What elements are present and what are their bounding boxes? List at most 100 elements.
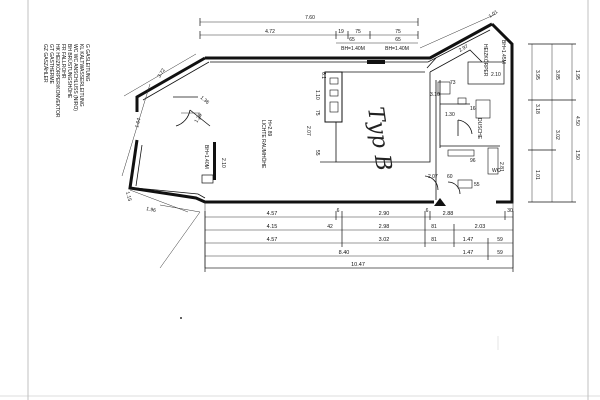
dim-horizontal: 81 xyxy=(431,237,437,243)
washer-icon xyxy=(475,99,491,119)
bathroom: 2.97 HEIZKÖRPER BH=1.45M 73 2.10 3.10 1.… xyxy=(424,40,506,206)
kitchen-counter xyxy=(324,71,343,123)
dim-horizontal: 30 xyxy=(507,208,513,214)
dim-label: 1.10 xyxy=(314,90,320,100)
dim-label: 55 xyxy=(474,182,480,188)
dim-horizontal: 2.88 xyxy=(443,211,454,217)
bathtub-icon xyxy=(447,149,475,157)
dim-label: 6.1 xyxy=(320,72,326,79)
legend-item: GZ GASZÄHLER xyxy=(42,44,49,83)
stove-icon xyxy=(329,89,339,97)
legend-item: WC WC ANSCHLUSS (NIRO) xyxy=(72,44,78,111)
shower-area xyxy=(467,61,505,85)
dim-diagonal: 1.15 xyxy=(124,191,132,202)
dim-diagonal: 1.64 xyxy=(134,117,142,128)
dim-label: 55 xyxy=(314,150,320,156)
dim-label: 96 xyxy=(470,158,476,164)
dim-diagonal: 1.01 xyxy=(488,9,500,20)
dim-label: 3.10 xyxy=(430,92,440,98)
dim-label: 2.07 xyxy=(428,174,438,180)
dim-horizontal: 3.02 xyxy=(379,237,390,243)
dim-horizontal: 6 xyxy=(426,208,429,214)
dim-horizontal: 10.47 xyxy=(351,262,365,268)
dim-left-segment: 4.72 xyxy=(265,29,275,35)
dim-horizontal: 1.47 xyxy=(463,250,474,256)
sink-icon xyxy=(329,101,339,113)
sill-height-label: BH=1.45M xyxy=(500,40,506,64)
legend-item: GT GASTHERME xyxy=(48,44,54,85)
radiator-label: HEIZKÖRPER xyxy=(482,44,489,77)
dim-vertical: 1.01 xyxy=(534,170,540,180)
bay-room: 1.36 1.35 BH=1.40M 2.10 xyxy=(173,95,226,184)
dim-label: 75 xyxy=(314,110,320,116)
dim-segment: 75 xyxy=(355,29,361,35)
dim-label: 2.10 xyxy=(491,72,501,78)
shower-label: DUSCHE xyxy=(476,118,482,140)
dim-horizontal: 42 xyxy=(327,224,333,230)
legend-item: HK HEIZKÖRPER/KONVEKTOR xyxy=(54,44,61,118)
room-height-label: LICHTE RAUMHÖHE xyxy=(260,120,267,169)
room-height-value: H=2.89 xyxy=(266,120,272,136)
dim-diagonal: 1.96 xyxy=(146,206,157,214)
dim-horizontal: 4.15 xyxy=(267,224,278,230)
dim-horizontal: 1.47 xyxy=(463,237,474,243)
main-room: 6.1 1.10 75 2.07 55 LICHTE RAUMHÖHE H=2.… xyxy=(260,60,431,173)
wc-icon xyxy=(437,81,451,95)
dim-label: 16 xyxy=(470,106,476,112)
dim-vertical: 4.50 xyxy=(574,116,580,126)
dim-horizontal: 4.57 xyxy=(267,211,278,217)
dim-horizontal: 2.90 xyxy=(379,211,390,217)
dim-vertical: 3.95 xyxy=(534,70,540,80)
dim-horizontal: 59 xyxy=(497,237,503,243)
legend-item: KL KALTWASSERLEITUNG xyxy=(78,44,84,107)
sill-height-label: BH=1.40M xyxy=(203,145,209,169)
dim-label: 1.35 xyxy=(194,112,204,124)
wc-label: WC xyxy=(492,168,501,174)
dim-vertical: 3.02 xyxy=(554,130,560,140)
dim-vertical: 3.18 xyxy=(534,104,540,114)
dim-label: 1.30 xyxy=(445,112,455,118)
dim-vertical: 3.85 xyxy=(554,70,560,80)
bottom-dimension-chains: 4.57 6 2.90 6 2.88 30 4.15 42 2.98 81 2.… xyxy=(204,202,514,272)
dim-label: 2.97 xyxy=(458,44,470,54)
dim-horizontal: 81 xyxy=(431,224,437,230)
dim-label: 60 xyxy=(447,174,453,180)
dim-label: 73 xyxy=(450,80,456,86)
dim-small-segment: 19 xyxy=(338,29,344,35)
legend-item: FR FALLROHR xyxy=(60,44,66,79)
legend: GZ GASZÄHLER GT GASTHERME HK HEIZKÖRPER/… xyxy=(42,44,90,118)
dim-diagonal: 3.72 xyxy=(157,67,167,79)
dim-window-width: 65 xyxy=(349,37,355,43)
dim-vertical: 1.50 xyxy=(574,150,580,160)
legend-item: G GASLEITUNG xyxy=(84,44,90,82)
dim-vertical: 1.95 xyxy=(574,70,580,80)
window-sill xyxy=(367,60,385,64)
dim-label: 2.81 xyxy=(498,162,504,172)
dim-horizontal: 8.40 xyxy=(339,250,350,256)
dim-label: 1.36 xyxy=(199,95,210,106)
dim-horizontal: 59 xyxy=(497,250,503,256)
dim-horizontal: 2.03 xyxy=(475,224,486,230)
right-dimension-chain: 3.95 3.85 1.95 3.18 3.02 4.50 1.50 1.01 xyxy=(528,43,580,203)
dim-horizontal: 4.57 xyxy=(267,237,278,243)
sill-height-label: BH=1.40M xyxy=(341,46,365,52)
radiator-icon xyxy=(487,147,499,175)
top-dimension-chain: 7.60 4.72 19 75 75 65 65 BH=1.40M BH=1.4… xyxy=(199,15,419,52)
dim-overall-width: 7.60 xyxy=(305,15,315,21)
dim-horizontal: 2.98 xyxy=(379,224,390,230)
legend-item: BH BRÜSTUNGSHÖHE xyxy=(66,44,73,99)
partition-wall xyxy=(213,142,216,180)
dim-segment: 75 xyxy=(395,29,401,35)
outer-walls xyxy=(128,22,514,204)
radiator-icon xyxy=(201,174,214,184)
entrance-arrow-icon xyxy=(434,198,446,206)
dim-label: 2.10 xyxy=(220,158,226,168)
stove-icon xyxy=(329,77,339,85)
tub-icon xyxy=(457,179,473,189)
sill-height-label: BH=1.40M xyxy=(385,46,409,52)
scan-speck xyxy=(180,317,182,319)
diagonal-dimensions: 3.72 1.64 1.96 1.15 1.01 xyxy=(121,9,500,269)
handwritten-type-label: Typ B xyxy=(362,105,396,172)
dim-horizontal: 6 xyxy=(337,208,340,214)
